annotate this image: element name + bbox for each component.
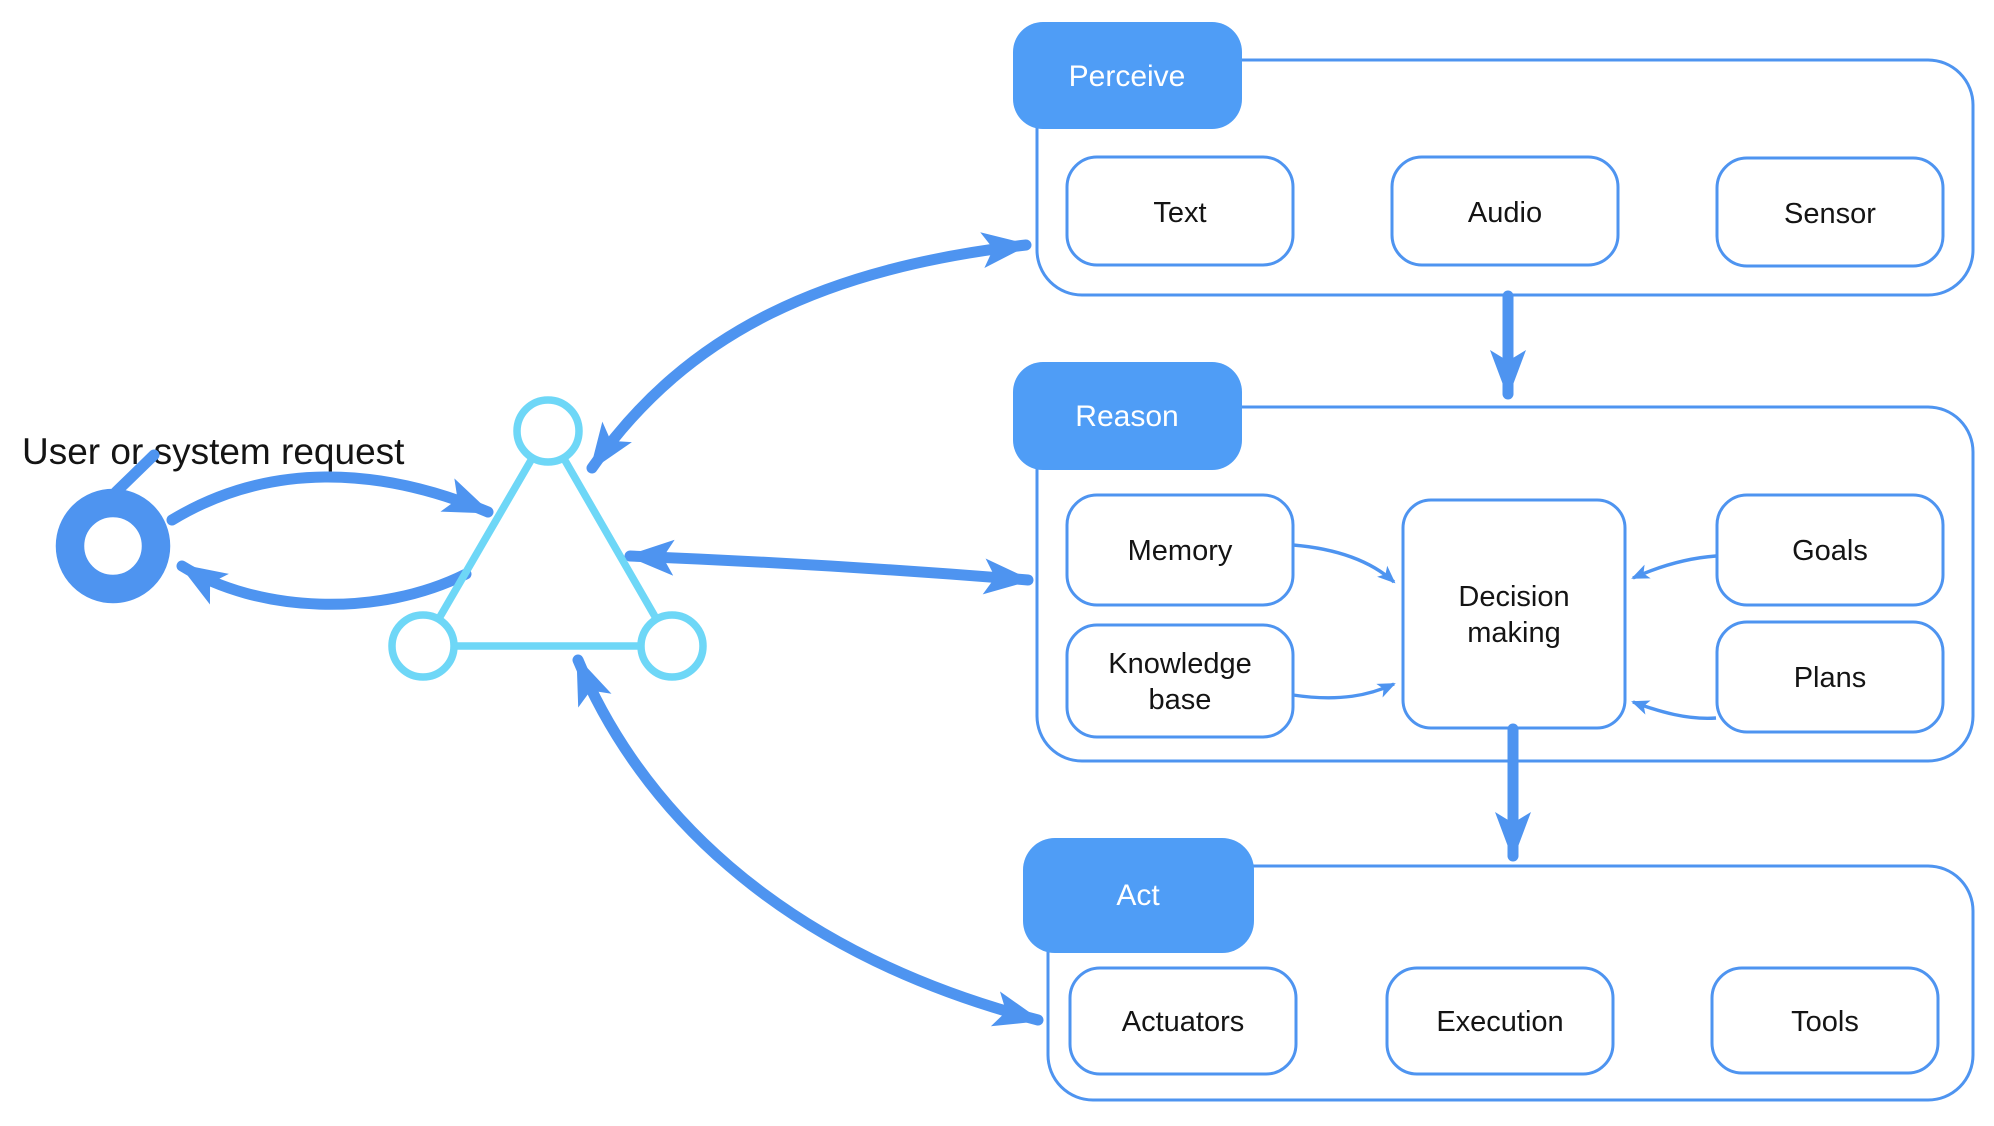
arrow-agent-to-request <box>176 560 472 610</box>
triangle-right-vertex-circle <box>637 611 707 681</box>
goals-box <box>1715 493 1945 607</box>
triangle-left-vertex-circle <box>388 611 458 681</box>
plans-box-label: Plans <box>1794 662 1867 694</box>
user-request-icon <box>55 488 171 604</box>
knowledge-base-line1: Knowledge <box>1108 648 1252 680</box>
sensor-box <box>1715 156 1945 268</box>
agent-triangle-icon <box>388 396 707 681</box>
user-request-label: User or system request <box>22 431 405 472</box>
arrow-agent-perceive-bidirectional <box>586 232 1032 474</box>
decision-making-box-label: Decision making <box>1458 581 1569 649</box>
arrow-agent-act-bidirectional <box>572 654 1044 1027</box>
actuators-box <box>1068 966 1298 1076</box>
triangle-right-edge <box>544 429 676 648</box>
sensor-box-label: Sensor <box>1784 198 1876 230</box>
audio-box-label: Audio <box>1468 197 1542 229</box>
reason-tab-label: Reason <box>1075 400 1178 433</box>
request-leader-line <box>110 449 160 498</box>
triangle-top-vertex-circle <box>513 396 583 466</box>
text-box <box>1065 155 1295 267</box>
plans-box <box>1715 620 1945 734</box>
arrow-memory-to-decision <box>1292 543 1396 584</box>
arrow-goals-to-decision <box>1631 554 1717 580</box>
memory-box <box>1065 493 1295 607</box>
perceive-tab <box>1013 22 1242 129</box>
actuators-box-label: Actuators <box>1122 1006 1245 1038</box>
tools-box-label: Tools <box>1791 1006 1859 1038</box>
decision-making-line1: Decision <box>1458 581 1569 613</box>
goals-box-label: Goals <box>1792 535 1868 567</box>
arrow-request-to-agent <box>166 471 494 526</box>
triangle-left-edge <box>419 429 552 648</box>
act-tab <box>1023 838 1254 953</box>
execution-box-label: Execution <box>1436 1006 1563 1038</box>
knowledge-base-line2: base <box>1149 684 1212 716</box>
tools-box <box>1710 966 1940 1075</box>
text-box-label: Text <box>1153 197 1206 229</box>
execution-box <box>1385 966 1615 1076</box>
memory-box-label: Memory <box>1128 535 1233 567</box>
arrow-agent-reason-bidirectional <box>624 539 1034 595</box>
knowledge-base-box-label: Knowledge base <box>1108 648 1252 716</box>
knowledge-base-box <box>1065 623 1295 739</box>
decision-making-box <box>1401 498 1627 730</box>
decision-making-line2: making <box>1467 617 1561 649</box>
perceive-tab-label: Perceive <box>1069 60 1186 93</box>
arrow-knowledge-to-decision <box>1292 682 1396 700</box>
act-tab-label: Act <box>1116 879 1160 912</box>
arrow-plans-to-decision <box>1631 700 1717 721</box>
reason-tab <box>1013 362 1242 470</box>
audio-box <box>1390 155 1620 267</box>
